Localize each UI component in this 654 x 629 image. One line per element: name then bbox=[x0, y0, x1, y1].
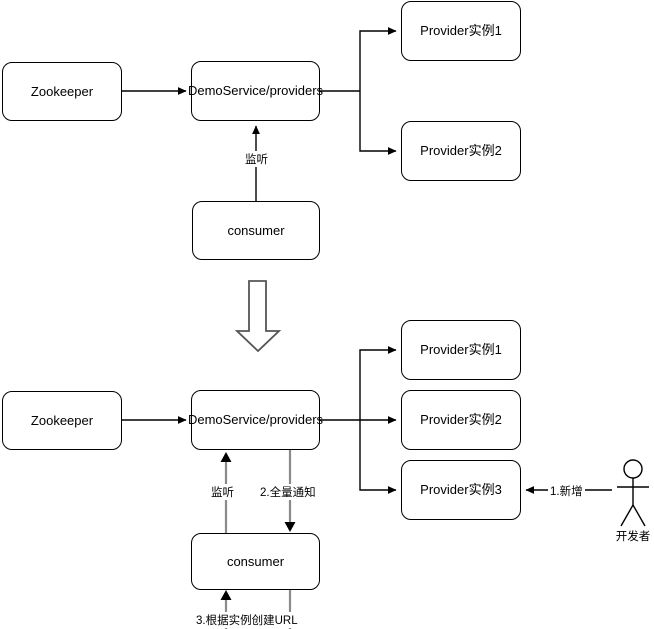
edge-label-bottom-full-notify: 2.全量通知 bbox=[258, 484, 318, 500]
node-top-zookeeper-label: Zookeeper bbox=[30, 83, 94, 99]
node-top-demoservice-providers[interactable]: DemoService/providers bbox=[187, 61, 324, 121]
edge-label-bottom-create-url: 3.根据实例创建URL bbox=[194, 612, 300, 628]
node-top-demoservice-providers-label: DemoService/providers bbox=[187, 83, 324, 99]
node-bottom-provider-3-label: Provider实例3 bbox=[420, 482, 502, 498]
node-bottom-provider-2[interactable]: Provider实例2 bbox=[401, 390, 521, 450]
node-bottom-demoservice-providers[interactable]: DemoService/providers bbox=[187, 390, 324, 450]
node-bottom-zookeeper-label: Zookeeper bbox=[30, 412, 94, 428]
node-top-consumer-label: consumer bbox=[227, 222, 285, 238]
node-top-consumer[interactable]: consumer bbox=[192, 201, 320, 260]
edge-label-bottom-watch: 监听 bbox=[209, 484, 236, 500]
node-bottom-provider-2-label: Provider实例2 bbox=[420, 412, 502, 428]
node-bottom-demoservice-providers-label: DemoService/providers bbox=[187, 412, 324, 428]
node-top-provider-2-label: Provider实例2 bbox=[420, 143, 502, 159]
node-top-provider-1-label: Provider实例1 bbox=[420, 23, 502, 39]
actor-label-developer: 开发者 bbox=[615, 531, 651, 543]
big-down-arrow-icon bbox=[234, 280, 282, 353]
node-bottom-consumer-label: consumer bbox=[226, 553, 285, 569]
node-bottom-zookeeper[interactable]: Zookeeper bbox=[2, 391, 122, 450]
edge-label-add-new: 1.新增 bbox=[548, 483, 585, 499]
edge-bottom-service-to-providers bbox=[320, 346, 397, 494]
node-bottom-provider-1-label: Provider实例1 bbox=[420, 342, 502, 358]
node-bottom-provider-1[interactable]: Provider实例1 bbox=[401, 320, 521, 380]
node-bottom-consumer[interactable]: consumer bbox=[191, 533, 320, 590]
edge-label-top-watch: 监听 bbox=[243, 151, 270, 167]
node-top-provider-1[interactable]: Provider实例1 bbox=[401, 1, 521, 61]
node-top-provider-2[interactable]: Provider实例2 bbox=[401, 121, 521, 181]
node-top-zookeeper[interactable]: Zookeeper bbox=[2, 62, 122, 121]
node-bottom-provider-3[interactable]: Provider实例3 bbox=[401, 460, 521, 520]
edge-top-service-to-providers bbox=[320, 27, 397, 155]
developer-stick-figure-icon bbox=[617, 459, 649, 527]
